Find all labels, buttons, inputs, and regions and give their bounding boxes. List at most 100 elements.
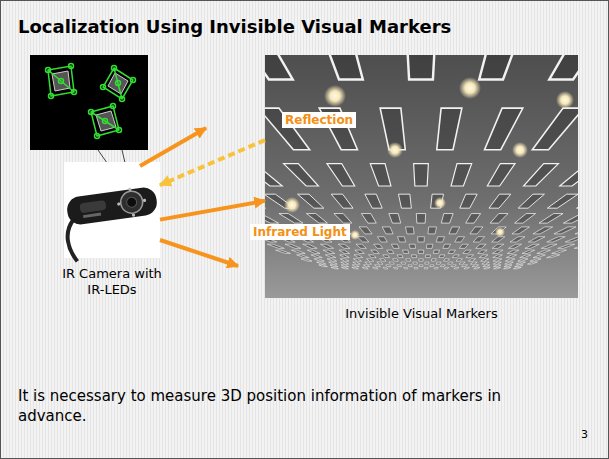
camera-photo	[64, 162, 160, 258]
ir-image	[30, 55, 148, 150]
ceiling-marker	[414, 267, 418, 268]
slide-title: Localization Using Invisible Visual Mark…	[18, 16, 451, 37]
ceiling-marker	[363, 265, 369, 267]
ceiling-light	[556, 91, 574, 109]
ceiling-marker	[504, 267, 511, 268]
ceiling-marker	[515, 214, 536, 224]
ceiling-marker	[284, 164, 319, 186]
ceiling-marker	[448, 262, 454, 264]
ceiling-marker	[391, 244, 399, 248]
ceiling-marker	[464, 267, 470, 268]
marker-dot	[59, 79, 64, 84]
ceiling-marker	[530, 259, 541, 261]
ceiling-marker	[371, 250, 379, 253]
camera-photo-box: IR Camera with IR-LEDs	[64, 162, 160, 258]
ceiling-marker	[329, 262, 338, 264]
ceiling-marker	[451, 164, 472, 186]
ceiling-marker	[352, 265, 359, 267]
ceiling-marker	[505, 262, 514, 264]
ceiling-marker	[439, 255, 445, 258]
ceiling-marker	[361, 214, 376, 224]
ceiling-marker	[547, 255, 560, 258]
ceiling-marker	[437, 108, 462, 150]
camera-detail	[83, 213, 101, 218]
ceiling-marker	[398, 194, 411, 208]
ceiling-marker	[522, 250, 535, 253]
ceiling-marker	[365, 194, 382, 208]
ceiling-marker	[515, 265, 524, 267]
ceiling-marker	[370, 164, 391, 186]
ceiling-light	[434, 197, 446, 209]
ceiling-marker	[472, 265, 478, 267]
ceiling-marker	[265, 194, 266, 208]
ceiling-marker	[298, 194, 324, 208]
marker-dot	[116, 81, 121, 86]
ceiling-light	[324, 85, 346, 107]
reflection-connector	[160, 140, 265, 185]
ir-led	[128, 188, 132, 192]
ceiling-marker	[375, 265, 381, 267]
ceiling-marker	[460, 194, 477, 208]
ceiling-marker	[409, 244, 415, 248]
ceiling-marker	[279, 214, 303, 224]
ceiling-marker	[558, 244, 575, 248]
ceiling-marker	[516, 262, 525, 264]
ceiling-photo-box: Invisible Visual Markers	[265, 55, 578, 298]
ceiling-marker	[560, 164, 578, 186]
ceiling-marker	[524, 164, 559, 186]
edge-label: Reflection	[282, 112, 356, 128]
ceiling-marker	[574, 244, 578, 248]
ceiling-marker	[325, 255, 335, 258]
ceiling-marker	[541, 244, 557, 248]
infrared-connector	[160, 201, 265, 220]
camera-cable	[65, 219, 79, 262]
ceiling-marker	[404, 55, 439, 79]
marker-grid	[265, 55, 578, 269]
ceiling-marker	[451, 265, 456, 267]
ceiling-marker	[382, 227, 393, 234]
ceiling-marker	[405, 227, 414, 234]
ceiling-marker	[411, 255, 416, 258]
ceiling-marker	[291, 250, 305, 253]
ceiling-marker	[507, 250, 519, 253]
camera-lens	[119, 190, 144, 215]
ceiling-marker	[340, 259, 349, 261]
ceiling-marker	[331, 267, 338, 268]
ceiling-marker	[265, 164, 282, 186]
camera-body	[65, 186, 158, 226]
ceiling-marker	[386, 265, 391, 267]
ceiling-marker	[311, 255, 322, 258]
ceiling-marker	[479, 255, 488, 258]
ceiling-marker	[373, 267, 379, 268]
marker-dot	[117, 128, 122, 133]
ceiling-marker	[459, 244, 468, 248]
marker-detect	[91, 106, 119, 136]
marker-dot	[49, 94, 54, 99]
ceiling-marker	[533, 227, 553, 234]
marker-dot	[89, 110, 94, 115]
ceiling-marker	[428, 227, 437, 234]
ceiling-marker	[487, 164, 515, 186]
marker-axis	[48, 70, 74, 92]
photo-caption: Invisible Visual Markers	[265, 306, 578, 322]
ceiling-marker	[265, 55, 293, 79]
ceiling-marker	[512, 227, 529, 234]
ceiling-marker	[389, 262, 395, 264]
ceiling-marker	[419, 265, 423, 267]
marker-dot	[120, 97, 125, 102]
marker-axis	[114, 68, 122, 99]
ceiling-marker	[449, 227, 460, 234]
ceiling-marker	[434, 267, 438, 268]
ceiling-marker	[470, 227, 483, 234]
ceiling-photo	[265, 55, 578, 298]
ceiling-marker	[520, 255, 531, 258]
ceiling-marker	[397, 237, 405, 242]
marker-detect	[103, 68, 133, 99]
ceiling-marker	[468, 259, 475, 261]
ceiling-marker	[444, 259, 450, 261]
ceiling-marker	[455, 237, 465, 242]
ceiling-marker	[276, 250, 291, 253]
ceiling-marker	[426, 244, 432, 248]
